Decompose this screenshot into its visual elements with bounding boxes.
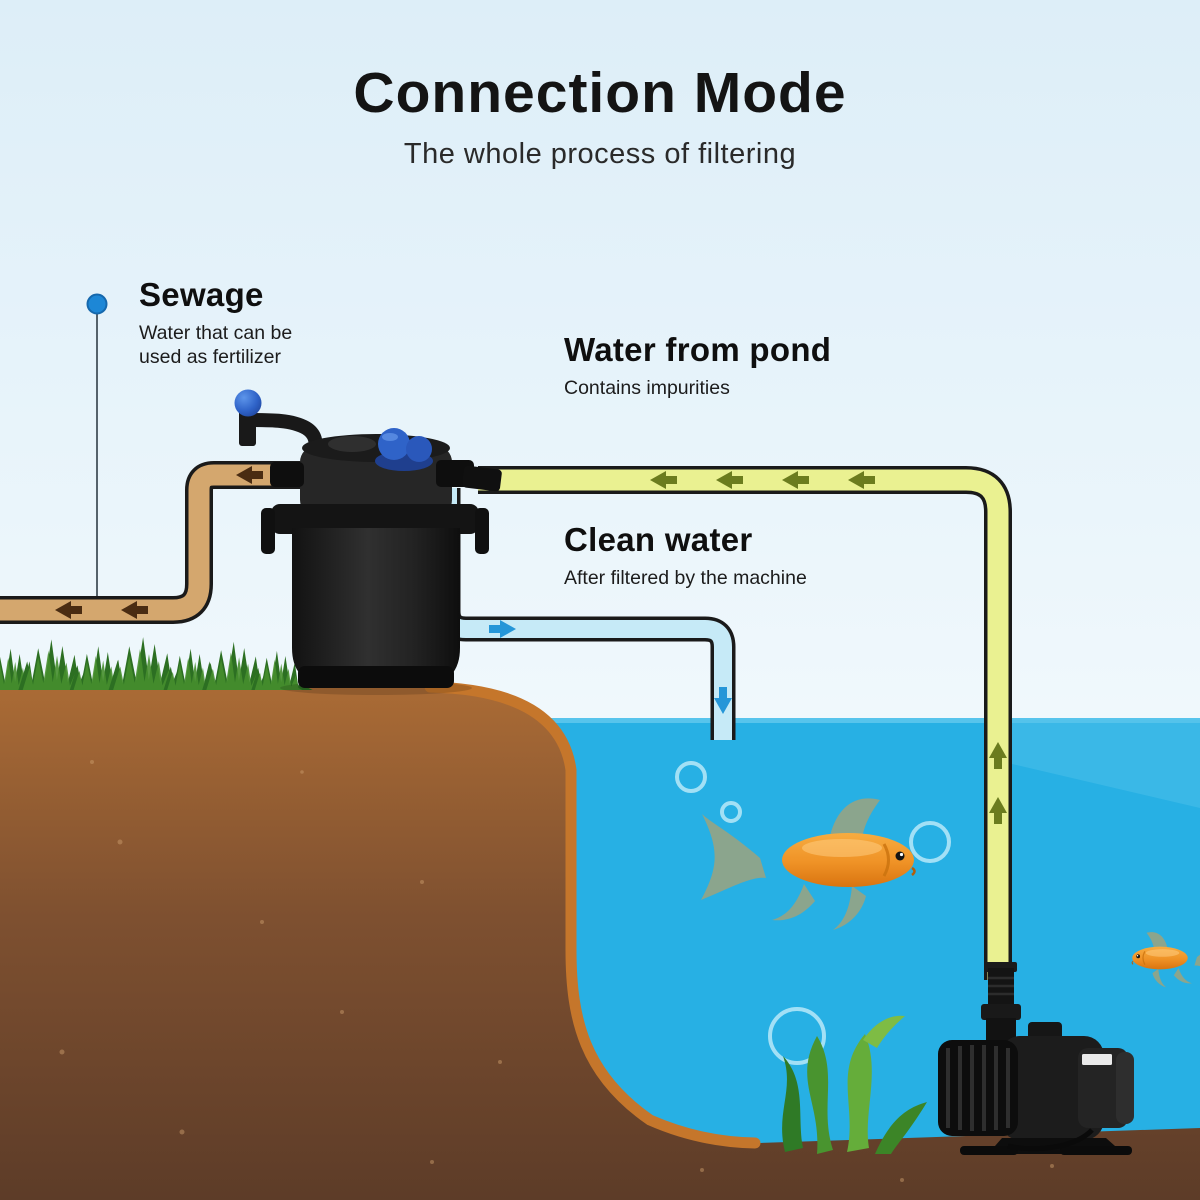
sewage-description: Water that can be used as fertilizer (139, 322, 293, 369)
grass (0, 637, 313, 690)
pond-filter (234, 389, 502, 695)
callout-sewage: Sewage Water that can be used as fertili… (139, 276, 292, 370)
clean-water-description: After filtered by the machine (564, 567, 807, 589)
earth-bank (0, 681, 1200, 1200)
clean-water-label: Clean water (564, 521, 753, 558)
callout-clean-water: Clean water After filtered by the machin… (564, 521, 807, 590)
pump-cable (1007, 1128, 1094, 1152)
callout-water-from-pond: Water from pond Contains impurities (564, 331, 831, 400)
sewage-pointer (86, 293, 108, 599)
pond-water-pipe (478, 466, 1012, 980)
soil-speckles (59, 760, 1054, 1182)
header: Connection Mode The whole process of fil… (0, 61, 1200, 171)
water-from-pond-description: Contains impurities (564, 377, 730, 399)
seaweed (782, 1015, 927, 1154)
water-pump (938, 962, 1134, 1155)
page-title: Connection Mode (353, 61, 847, 125)
sewage-label: Sewage (139, 276, 264, 313)
filter-valve-dial (375, 428, 433, 471)
sewage-pipe (0, 461, 302, 624)
page-subtitle: The whole process of filtering (403, 137, 797, 170)
water-surface-line (500, 718, 1200, 723)
sewage-marker-dot (86, 293, 108, 315)
filter-crank-knob (234, 389, 262, 417)
filter-inlet-fitting-left (270, 462, 304, 487)
bubbles (675, 761, 951, 1065)
pump-label (1082, 1054, 1112, 1065)
bank-rim (424, 681, 761, 1149)
water-from-pond-label: Water from pond (564, 331, 832, 368)
